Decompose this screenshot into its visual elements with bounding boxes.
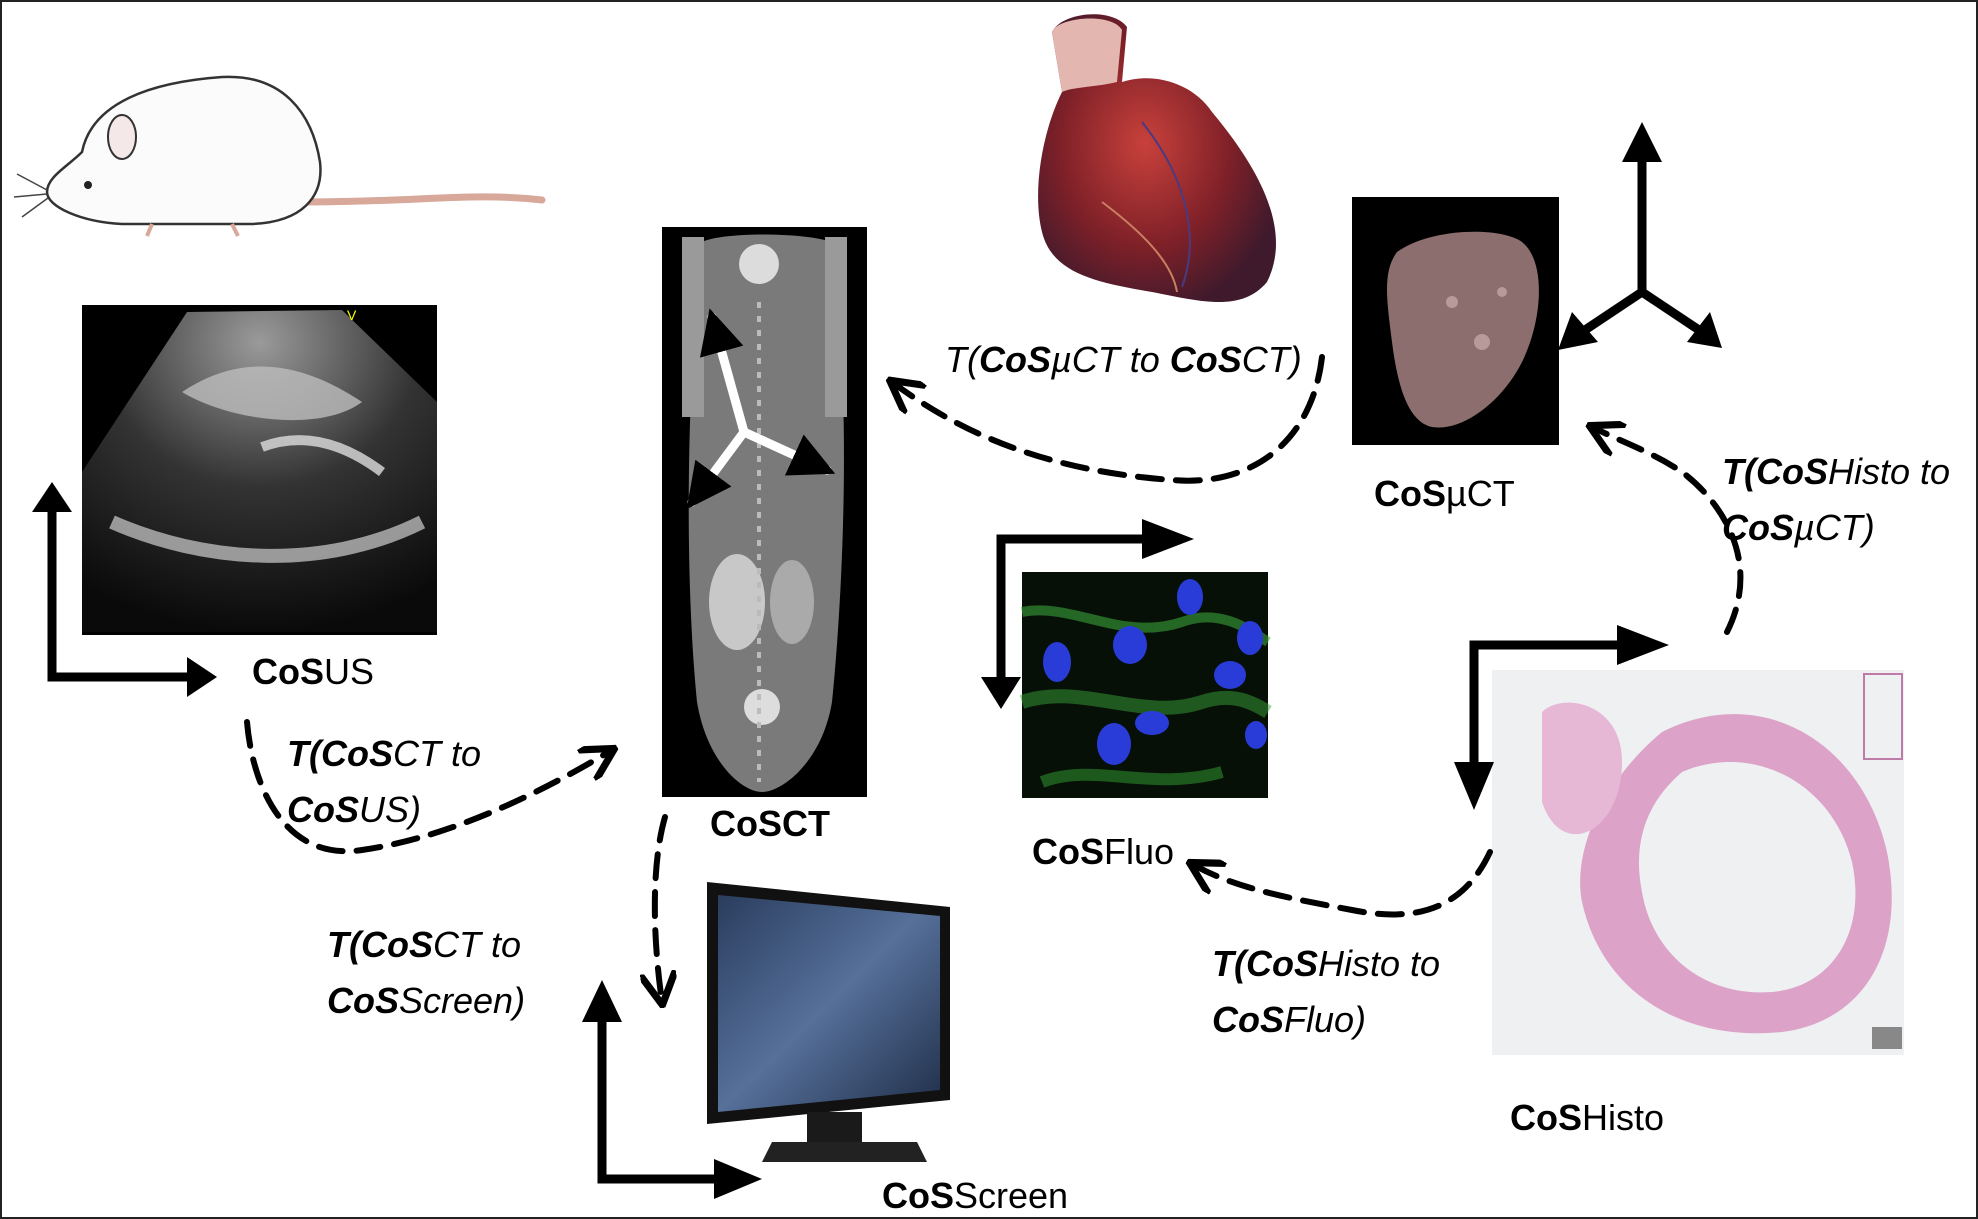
label-cos-fluo: CoSFluo (1032, 831, 1175, 872)
transform-label-histo-to-uct: T(CoSHisto to CoSµCT) (1722, 451, 1951, 548)
label-cos-histo: CoSHisto (1510, 1097, 1665, 1138)
transform-label-uct-to-ct: T(CoSµCT to CoSCT) (945, 339, 1302, 380)
micro-ct-image (1352, 197, 1559, 445)
monitor-illustration (707, 882, 950, 1162)
ct-axes-icon (686, 308, 836, 510)
heart-illustration (1038, 14, 1276, 303)
mouse-illustration (13, 75, 546, 237)
transform-label-ct-to-us: T(CoSCT to CoSUS) (287, 733, 481, 830)
label-cos-ct: CoSCT (710, 803, 830, 844)
transform-label-histo-to-fluo: T(CoSHisto to CoSFluo) (1212, 943, 1441, 1040)
label-cos-uct: CoSµCT (1374, 473, 1515, 514)
transform-label-ct-to-screen: T(CoSCT to CoSScreen) (327, 924, 526, 1021)
ultrasound-image: V (82, 305, 437, 635)
histology-image (1492, 670, 1904, 1055)
ct-image (662, 227, 867, 797)
coordinate-axes (32, 122, 1722, 1199)
transform-arrows (244, 354, 1744, 1002)
svg-text:V: V (347, 307, 357, 323)
label-cos-us: CoSUS (252, 651, 375, 692)
fluorescence-image (1019, 572, 1272, 798)
label-cos-screen: CoSScreen (882, 1175, 1069, 1216)
